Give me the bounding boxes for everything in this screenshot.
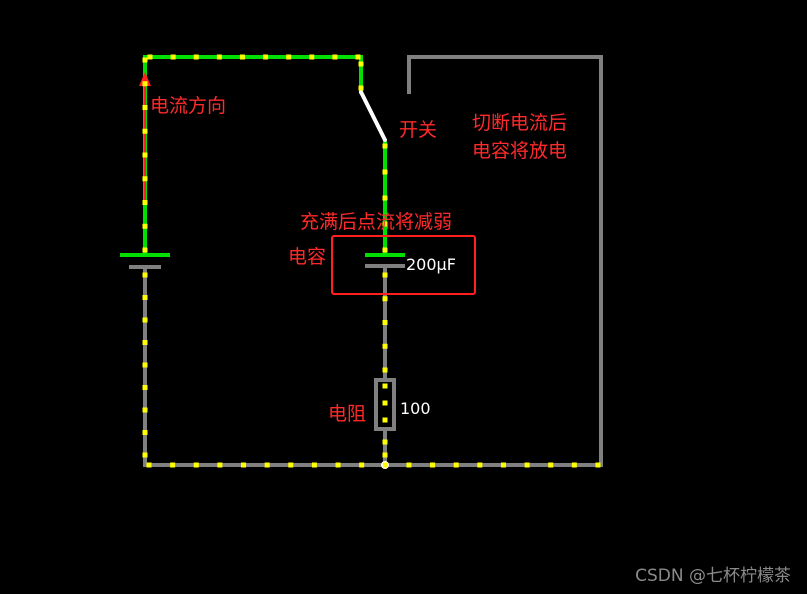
label-capacitor: 电容: [288, 246, 326, 268]
charge-dot: [142, 152, 148, 158]
charge-dot: [241, 462, 247, 468]
charge-dot: [382, 343, 388, 349]
charge-dot: [382, 296, 388, 302]
charge-dot: [335, 462, 341, 468]
charge-dot: [142, 176, 148, 182]
charge-dot: [170, 54, 176, 60]
label-switch: 开关: [399, 119, 437, 141]
switch-blade: [359, 90, 387, 142]
charge-dot: [239, 54, 245, 60]
charge-dot: [358, 61, 364, 67]
charge-dot: [142, 340, 148, 345]
charge-dot: [548, 462, 554, 468]
charge-dot: [524, 462, 530, 468]
charge-dot: [142, 247, 148, 253]
charge-dot: [571, 462, 577, 468]
charge-dot: [142, 407, 148, 413]
charge-dot: [382, 221, 388, 227]
charge-dot: [309, 54, 315, 60]
label-resistor: 电阻: [328, 403, 366, 425]
capacitor: [365, 253, 405, 268]
charge-dot: [193, 54, 199, 60]
charge-dot: [382, 195, 388, 201]
charge-dot: [406, 462, 412, 468]
label-cutoff-line2: 电容将放电: [472, 140, 567, 162]
charge-dot: [142, 200, 148, 205]
charge-dot: [382, 320, 388, 325]
charge-dot: [263, 54, 269, 60]
charge-dot: [430, 462, 436, 468]
charge-dot: [453, 462, 459, 468]
charge-dot: [142, 128, 148, 134]
charge-dot: [382, 272, 388, 278]
charge-dot: [595, 462, 601, 468]
charge-dot: [142, 81, 148, 87]
charge-dot: [142, 57, 148, 63]
charge-dot: [142, 295, 148, 300]
charge-dot: [311, 462, 317, 468]
charge-dot: [359, 462, 365, 468]
charge-dot: [193, 462, 199, 468]
charge-dot: [142, 223, 148, 229]
charge-dots: [142, 54, 601, 468]
charge-dot: [382, 143, 388, 149]
charge-dot: [382, 452, 388, 458]
capacitor-highlight-box: [331, 235, 476, 295]
label-resistance: 100: [400, 399, 431, 418]
charge-dot: [217, 462, 223, 468]
charge-dot: [142, 430, 148, 435]
charge-dot: [382, 169, 388, 175]
resistor: [374, 378, 396, 431]
charge-dot: [142, 272, 148, 278]
charge-dot: [382, 400, 388, 406]
charge-dot: [286, 54, 292, 60]
charge-dot: [477, 462, 483, 468]
watermark: CSDN @七杯柠檬茶: [635, 566, 791, 586]
charge-dot: [382, 439, 388, 445]
battery: [120, 253, 170, 269]
charge-dot: [382, 383, 388, 389]
charge-dot: [382, 417, 388, 423]
charge-dot: [382, 462, 388, 468]
charge-dot: [358, 85, 364, 91]
charge-dot: [142, 385, 148, 390]
charge-dot: [264, 462, 270, 468]
charge-dot: [332, 54, 338, 60]
charge-dot: [146, 462, 152, 468]
charge-dot: [382, 247, 388, 253]
charge-dot: [355, 54, 361, 60]
charge-dot: [142, 317, 148, 323]
charge-dot: [142, 452, 148, 458]
label-charge-note: 充满后点流将减弱: [300, 211, 452, 233]
charge-dot: [382, 367, 388, 373]
label-cutoff-line1: 切断电流后: [472, 112, 567, 134]
charge-dot: [142, 105, 148, 110]
label-current-direction: 电流方向: [150, 95, 226, 117]
charge-dot: [170, 462, 176, 468]
charge-dot: [288, 462, 294, 468]
charge-dot: [147, 54, 153, 60]
label-capacitance: 200μF: [406, 255, 456, 274]
charge-dot: [216, 54, 222, 60]
charge-dot: [142, 362, 148, 368]
charge-dot: [500, 462, 506, 468]
wire-discharge-right: [407, 55, 603, 467]
